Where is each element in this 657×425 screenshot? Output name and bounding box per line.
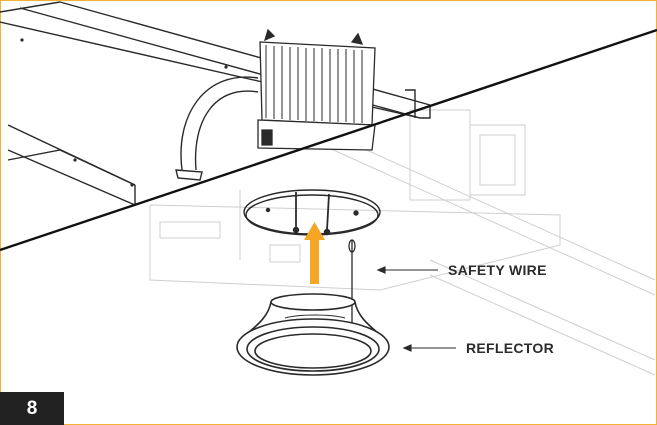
- led-heat-sink: [257, 28, 376, 151]
- step-number: 8: [26, 397, 38, 419]
- ceiling-cut-line: [0, 28, 657, 252]
- safety-wire-label: SAFETY WIRE: [448, 262, 547, 278]
- step-number-badge: 8: [0, 392, 64, 425]
- up-arrow-icon: [304, 222, 325, 284]
- joist-screw-dots: [20, 38, 302, 187]
- reflector: [236, 293, 390, 376]
- safety-wire: [348, 239, 356, 330]
- callout-leaders: [376, 266, 456, 352]
- flex-conduit: [175, 76, 259, 181]
- mounting-bracket-faded: [149, 109, 656, 376]
- reflector-label: REFLECTOR: [466, 340, 554, 356]
